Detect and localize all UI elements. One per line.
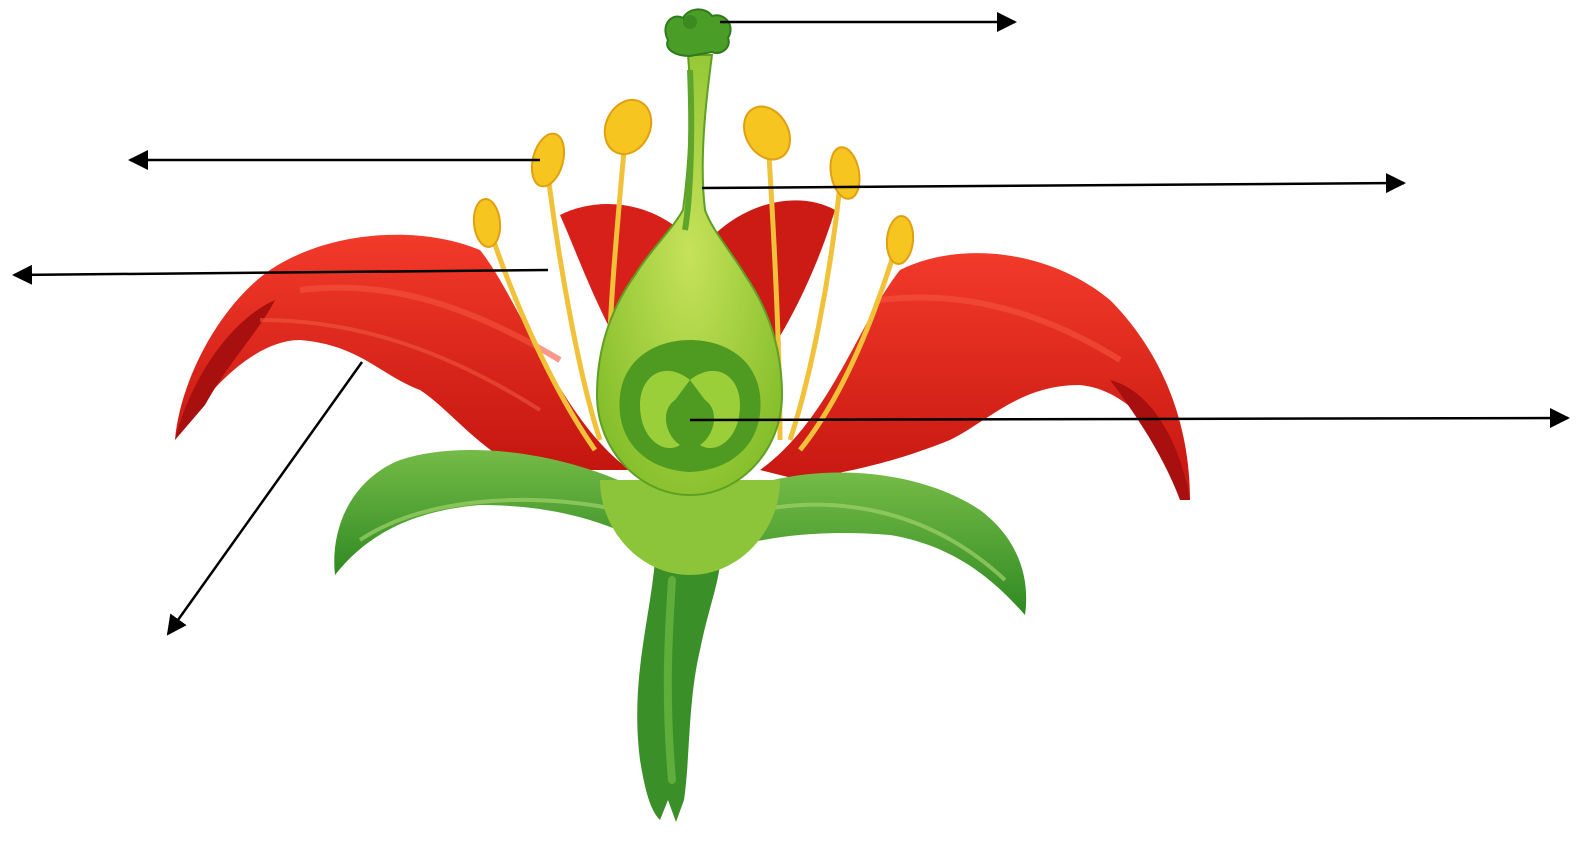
sepal-right [740,473,1026,615]
stigma [665,9,730,56]
anther-2 [596,92,660,161]
anther-6 [885,215,915,265]
stem [637,560,720,822]
style-pointer [702,183,1404,188]
anther-3 [472,198,502,248]
anther-5 [827,145,864,201]
anther-4 [735,98,799,167]
